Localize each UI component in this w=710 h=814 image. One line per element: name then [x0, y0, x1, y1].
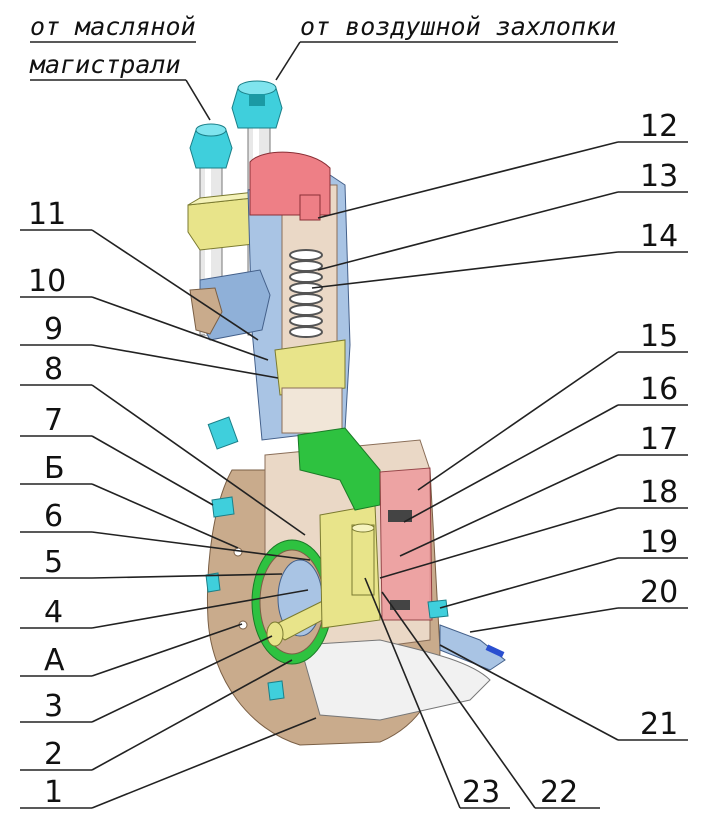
- label-5: 5: [44, 545, 64, 580]
- cyan-fittings: [189, 80, 283, 450]
- label-4: 4: [44, 595, 64, 630]
- label-18: 18: [640, 475, 679, 510]
- side-block: [189, 269, 271, 341]
- valve-column: [247, 151, 351, 441]
- label-16: 16: [640, 372, 679, 407]
- label-19: 19: [640, 525, 679, 560]
- label-7: 7: [44, 403, 64, 438]
- main-housing: [205, 427, 506, 746]
- label-B: Б: [44, 451, 65, 486]
- label-9: 9: [44, 312, 64, 347]
- leader-lines: [20, 41, 688, 809]
- label-13: 13: [640, 159, 679, 194]
- spring-14: [289, 249, 323, 338]
- label-15: 15: [640, 319, 679, 354]
- label-8: 8: [44, 352, 64, 387]
- label-17: 17: [640, 422, 679, 457]
- label-23: 23: [462, 775, 501, 810]
- label-21: 21: [640, 707, 679, 742]
- label-10: 10: [28, 264, 67, 299]
- label-3: 3: [44, 689, 64, 724]
- label-2: 2: [44, 737, 64, 772]
- label-12: 12: [640, 109, 679, 144]
- label-22: 22: [540, 775, 579, 810]
- label-A: А: [44, 643, 65, 678]
- label-14: 14: [640, 219, 679, 254]
- air-flap-label: от воздушной захлопки: [300, 12, 617, 41]
- label-11: 11: [28, 197, 67, 232]
- oil-line-label-2: магистрали: [30, 50, 181, 79]
- label-20: 20: [640, 575, 679, 610]
- label-1: 1: [44, 775, 64, 810]
- oil-line-label-1: от масляной: [30, 12, 196, 41]
- label-6: 6: [44, 499, 64, 534]
